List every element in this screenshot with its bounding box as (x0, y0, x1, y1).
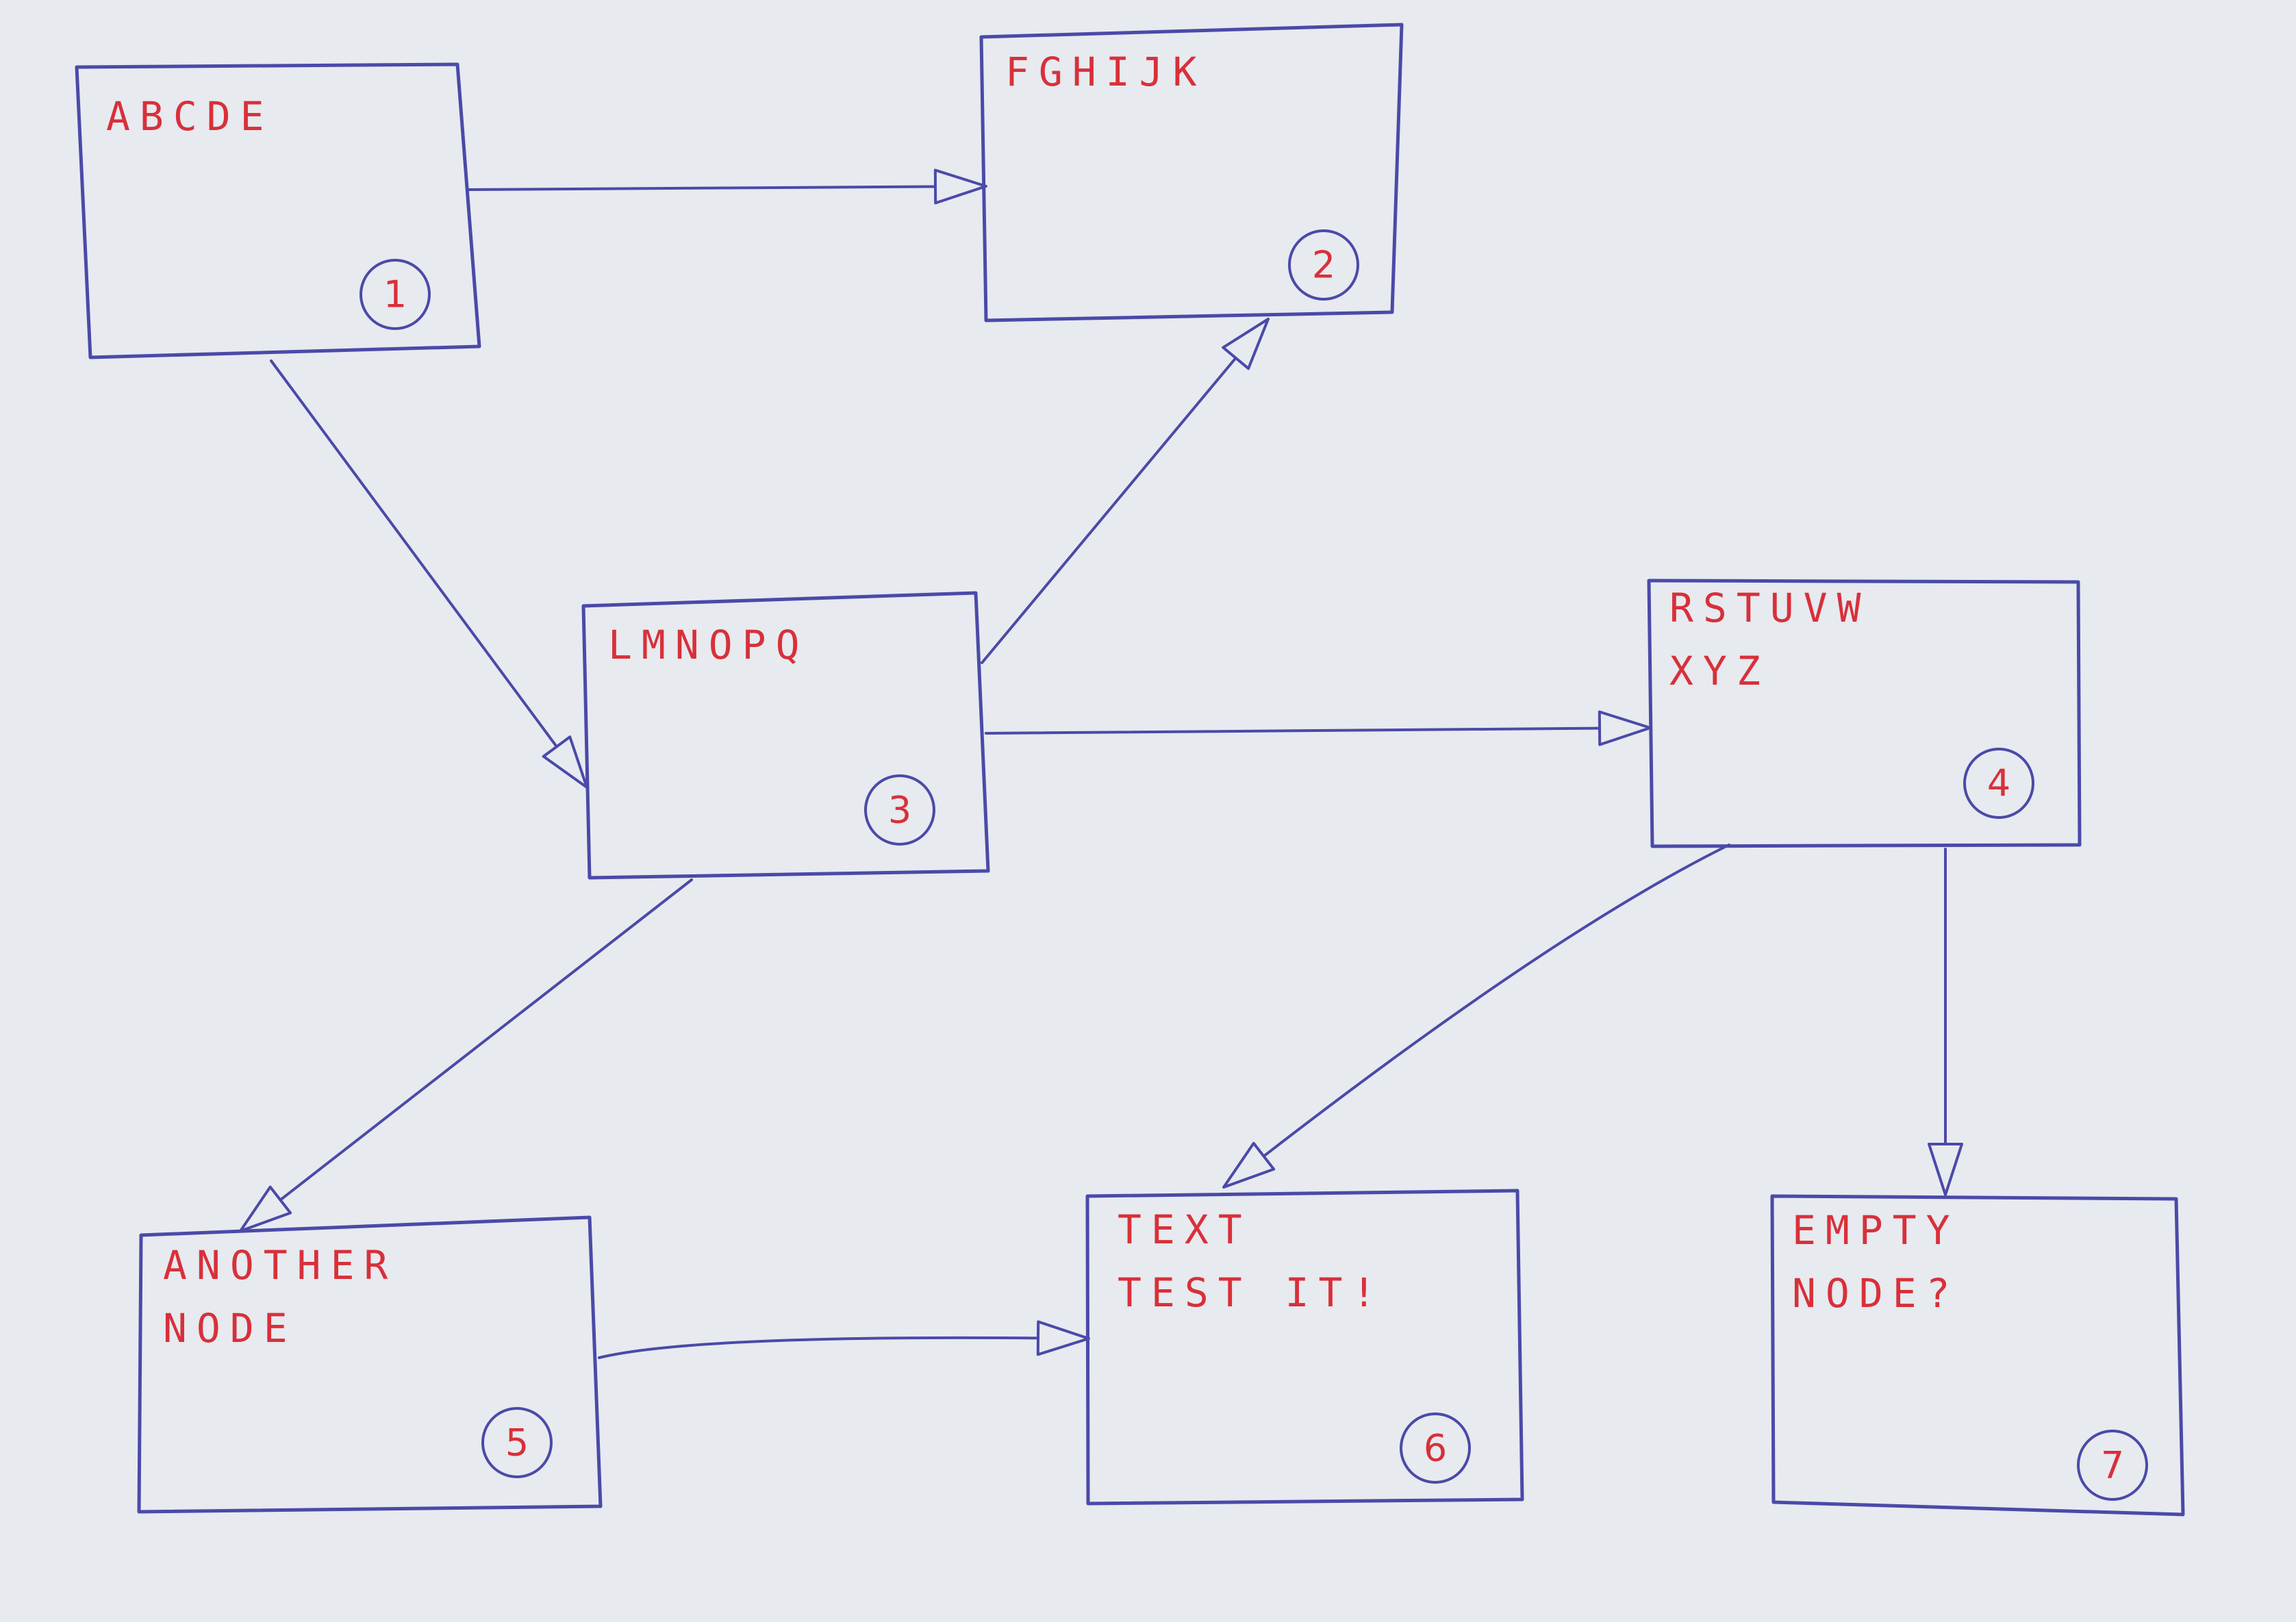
node-label-line: TEXT (1118, 1206, 1252, 1253)
edge-3-5 (239, 878, 693, 1232)
node-2: FGHIJK 2 (979, 23, 1404, 322)
node-number-circle (2077, 1430, 2148, 1501)
node-box (581, 591, 990, 880)
node-box (1770, 1194, 2185, 1517)
node-6: TEXT TEST IT! 6 (1085, 1189, 1524, 1506)
arrowhead-icon (542, 735, 588, 789)
node-box (1647, 579, 2082, 848)
node-label-line: TEST IT! (1118, 1269, 1385, 1316)
edge-1-2 (466, 168, 987, 205)
edge-line (598, 1336, 1039, 1359)
edge-4-7 (1928, 848, 1963, 1196)
arrowhead-icon (933, 168, 987, 205)
node-box (1085, 1189, 1524, 1506)
node-number: 7 (2101, 1444, 2124, 1487)
node-box (75, 62, 481, 359)
edge-4-6 (1222, 844, 1730, 1189)
node-5: ANOTHER NODE 5 (137, 1215, 603, 1514)
edge-line (1262, 844, 1730, 1158)
node-number: 6 (1424, 1427, 1447, 1470)
edge-line (981, 356, 1237, 664)
arrowhead-icon (239, 1185, 292, 1232)
node-number: 3 (888, 789, 911, 832)
edge-line (270, 359, 558, 748)
edge-1-3 (270, 359, 588, 789)
node-number-circle (481, 1407, 553, 1478)
node-7: EMPTY NODE? 7 (1770, 1194, 2185, 1517)
node-number-circle (1288, 229, 1359, 301)
node-number-circle (359, 259, 431, 330)
edges-layer (239, 168, 1963, 1359)
node-label-line: NODE? (1792, 1270, 1960, 1317)
node-label-line: LMNOPQ (608, 622, 809, 668)
edge-3-2 (981, 318, 1270, 664)
node-number: 2 (1312, 244, 1335, 287)
edge-line (985, 726, 1601, 735)
node-box (137, 1215, 603, 1514)
node-number: 5 (505, 1421, 529, 1465)
node-label-line: ANOTHER (163, 1242, 397, 1289)
node-number-circle (864, 774, 935, 846)
node-number-circle (1963, 748, 2034, 819)
node-label-line: NODE (163, 1305, 297, 1352)
arrowhead-icon (1598, 710, 1652, 746)
node-number-circle (1400, 1412, 1471, 1484)
node-label-line: RSTUVW (1669, 585, 1871, 631)
node-number: 1 (383, 273, 407, 316)
edge-5-6 (598, 1320, 1090, 1359)
node-label-line: EMPTY (1792, 1207, 1960, 1254)
node-1: ABCDE 1 (75, 62, 481, 359)
node-box (979, 23, 1404, 322)
node-label-line: ABCDE (106, 93, 274, 140)
node-number: 4 (1987, 762, 2010, 805)
arrowhead-icon (1222, 318, 1270, 370)
arrowhead-icon (1036, 1320, 1090, 1356)
node-label-line: FGHIJK (1005, 49, 1207, 95)
edge-line (279, 878, 693, 1202)
node-4: RSTUVW XYZ 4 (1647, 579, 2082, 848)
arrowhead-icon (1928, 1143, 1963, 1196)
node-3: LMNOPQ 3 (581, 591, 990, 880)
edge-line (466, 185, 937, 191)
edge-3-4 (985, 710, 1652, 746)
node-label-line: XYZ (1669, 648, 1770, 694)
arrowhead-icon (1222, 1141, 1276, 1189)
